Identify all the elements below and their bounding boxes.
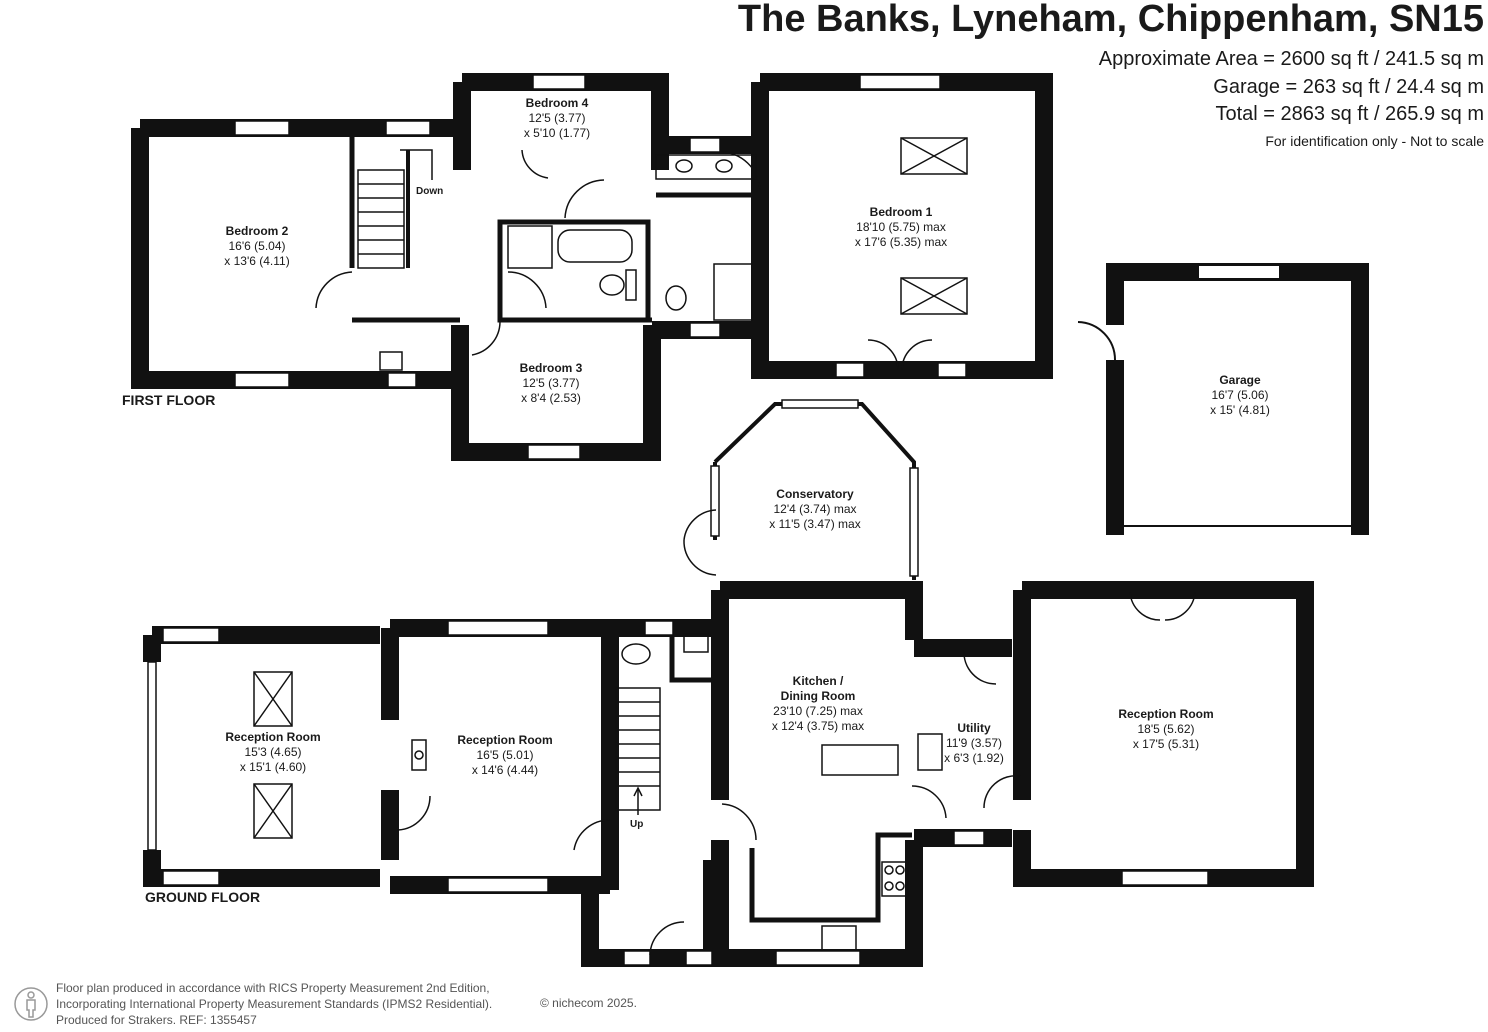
room-utility: Utility 11'9 (3.57) x 6'3 (1.92) bbox=[944, 721, 1004, 766]
room-dim-1: 16'6 (5.04) bbox=[228, 239, 286, 253]
room-conservatory: Conservatory 12'4 (3.74) max x 11'5 (3.4… bbox=[769, 487, 860, 532]
room-name: Bedroom 1 bbox=[869, 205, 933, 219]
room-dim-1: 15'3 (4.65) bbox=[244, 745, 302, 759]
room-dim-1: 12'4 (3.74) max bbox=[773, 502, 857, 516]
bedroom1-skylights bbox=[900, 137, 968, 315]
room-name: Bedroom 4 bbox=[525, 96, 589, 110]
copyright-notice: © nichecom 2025. bbox=[540, 996, 637, 1010]
first-floor-stairs bbox=[357, 149, 433, 269]
room-name: Conservatory bbox=[776, 487, 854, 501]
room-garage: Garage 16'7 (5.06) x 15' (4.81) bbox=[1210, 373, 1270, 418]
room-dim-1: 12'5 (3.77) bbox=[522, 376, 580, 390]
footer-line-3: Produced for Strakers. REF: 1355457 bbox=[56, 1013, 257, 1027]
ground-floor-windows bbox=[147, 620, 1209, 966]
room-dim-1: 23'10 (7.25) max bbox=[773, 704, 863, 718]
room-dim-1: 18'10 (5.75) max bbox=[856, 220, 946, 234]
room-dim-2: x 14'6 (4.44) bbox=[471, 763, 539, 777]
first-floor-walls bbox=[131, 73, 1053, 461]
room-bedroom-1: Bedroom 1 18'10 (5.75) max x 17'6 (5.35)… bbox=[855, 205, 947, 250]
identification-note: For identification only - Not to scale bbox=[1265, 133, 1484, 149]
approximate-area: Approximate Area = 2600 sq ft / 241.5 sq… bbox=[1098, 48, 1484, 70]
room-bedroom-3: Bedroom 3 12'5 (3.77) x 8'4 (2.53) bbox=[520, 361, 583, 406]
room-name: Reception Room bbox=[1118, 707, 1214, 721]
footer-notes: Floor plan produced in accordance with R… bbox=[56, 980, 492, 1028]
room-dim-2: x 6'3 (1.92) bbox=[944, 751, 1004, 765]
room-bedroom-2: Bedroom 2 16'6 (5.04) x 13'6 (4.11) bbox=[224, 224, 289, 269]
room-bedroom-4: Bedroom 4 12'5 (3.77) x 5'10 (1.77) bbox=[524, 96, 590, 141]
room-name-line-1: Kitchen / bbox=[792, 674, 844, 688]
room-dim-1: 18'5 (5.62) bbox=[1137, 722, 1195, 736]
footer-line-2: Incorporating International Property Mea… bbox=[56, 997, 493, 1011]
room-dim-1: 16'7 (5.06) bbox=[1211, 388, 1269, 402]
room-dim-2: x 12'4 (3.75) max bbox=[771, 719, 865, 733]
door-swings bbox=[315, 149, 1196, 956]
room-dim-2: x 5'10 (1.77) bbox=[523, 126, 591, 140]
room-dim-1: 12'5 (3.77) bbox=[528, 111, 586, 125]
garage-area: Garage = 263 sq ft / 24.4 sq m bbox=[1213, 76, 1484, 98]
room-name: Utility bbox=[957, 721, 991, 735]
ground-floor-stairs bbox=[615, 687, 661, 815]
room-dim-2: x 15'1 (4.60) bbox=[239, 760, 307, 774]
stairs-down-label: Down bbox=[416, 186, 444, 197]
room-dim-2: x 8'4 (2.53) bbox=[521, 391, 581, 405]
ground-floor-inner bbox=[669, 628, 912, 923]
room-dim-2: x 17'5 (5.31) bbox=[1132, 737, 1200, 751]
room-reception-right: Reception Room 18'5 (5.62) x 17'5 (5.31) bbox=[1118, 707, 1213, 752]
room-name: Reception Room bbox=[225, 730, 321, 744]
room-name: Reception Room bbox=[457, 733, 553, 747]
reception-skylights bbox=[253, 671, 293, 839]
room-dim-2: x 13'6 (4.11) bbox=[224, 254, 290, 268]
room-reception-middle: Reception Room 16'5 (5.01) x 14'6 (4.44) bbox=[457, 733, 552, 778]
property-title: The Banks, Lyneham, Chippenham, SN15 bbox=[737, 0, 1484, 40]
room-name: Bedroom 2 bbox=[225, 224, 289, 238]
room-reception-left: Reception Room 15'3 (4.65) x 15'1 (4.60) bbox=[225, 730, 320, 775]
ipms-logo-icon bbox=[14, 987, 48, 1021]
room-name: Bedroom 3 bbox=[519, 361, 583, 375]
room-name: Garage bbox=[1219, 373, 1261, 387]
first-floor-inner bbox=[349, 128, 760, 323]
stairs-up-label: Up bbox=[630, 819, 644, 830]
ground-floor-label: GROUND FLOOR bbox=[145, 889, 261, 905]
first-floor-windows bbox=[234, 74, 967, 460]
room-kitchen-dining: Kitchen / Dining Room 23'10 (7.25) max x… bbox=[772, 674, 864, 734]
room-dim-2: x 15' (4.81) bbox=[1210, 403, 1270, 417]
room-name-line-2: Dining Room bbox=[780, 689, 856, 703]
footer-line-1: Floor plan produced in accordance with R… bbox=[56, 981, 490, 995]
room-dim-2: x 11'5 (3.47) max bbox=[769, 517, 861, 531]
ground-floor-walls bbox=[143, 581, 1314, 967]
first-floor-label: FIRST FLOOR bbox=[122, 392, 216, 408]
room-dim-1: 11'9 (3.57) bbox=[945, 736, 1003, 750]
room-dim-1: 16'5 (5.01) bbox=[476, 748, 534, 762]
total-area: Total = 2863 sq ft / 265.9 sq m bbox=[1215, 103, 1485, 125]
fixtures bbox=[379, 154, 943, 951]
room-dim-2: x 17'6 (5.35) max bbox=[854, 235, 948, 249]
